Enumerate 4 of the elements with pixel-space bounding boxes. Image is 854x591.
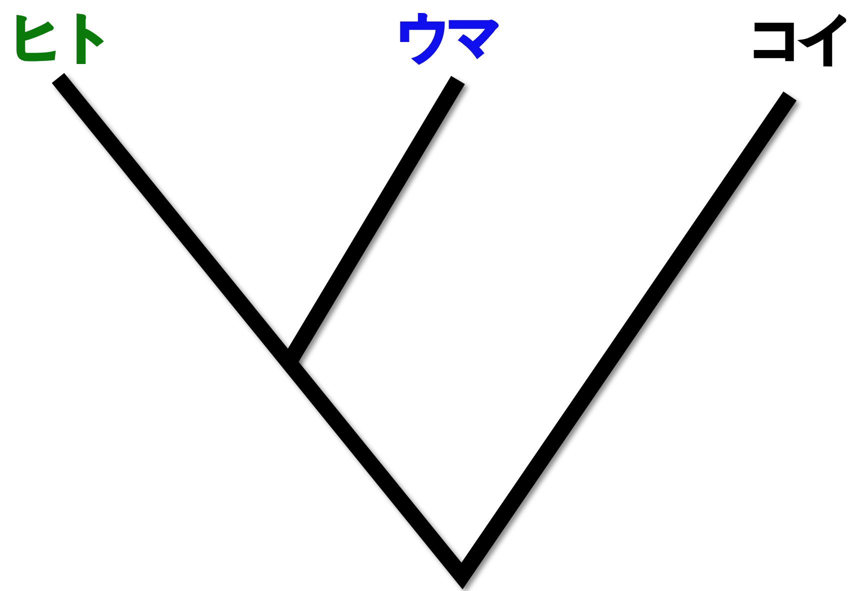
species-label: ウマ — [396, 8, 498, 66]
tree-branch — [52, 72, 797, 590]
species-label: ヒト — [8, 8, 110, 66]
species-label: コイ — [748, 10, 850, 68]
